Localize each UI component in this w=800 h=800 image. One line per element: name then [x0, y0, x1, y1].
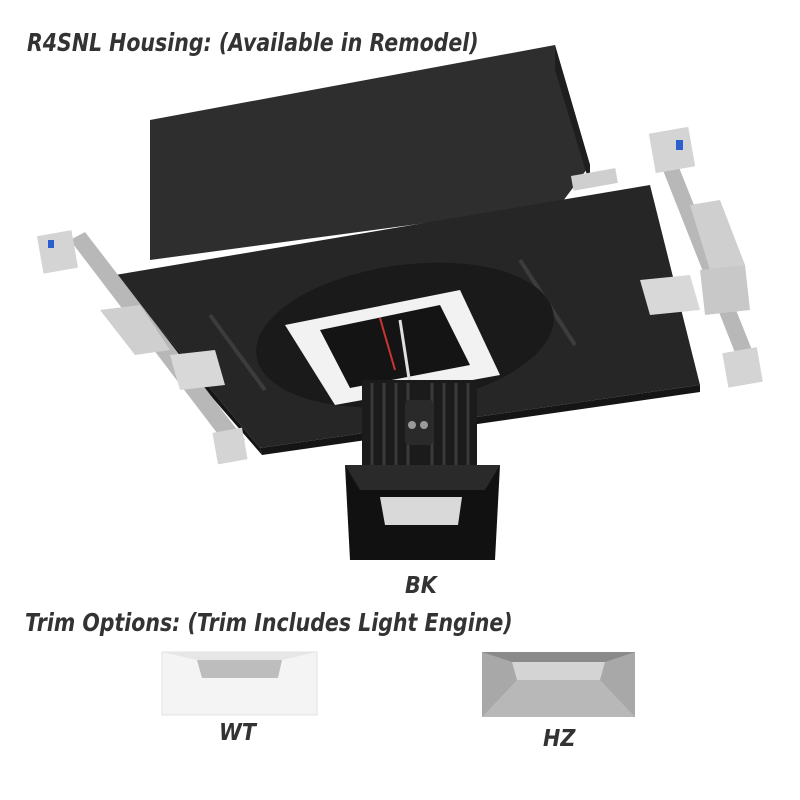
housing-box — [150, 45, 590, 260]
hz-label: HZ — [543, 726, 576, 752]
wt-label: WT — [219, 720, 256, 746]
hz-trim — [482, 652, 635, 717]
bar-hanger-left — [36, 230, 248, 465]
wt-trim — [161, 651, 318, 716]
bar-hanger-right — [570, 126, 763, 388]
trim-options-title: Trim Options: (Trim Includes Light Engin… — [25, 608, 513, 637]
bk-trim — [345, 465, 500, 560]
housing-title: R4SNL Housing: (Available in Remodel) — [27, 28, 479, 57]
light-engine — [362, 380, 477, 470]
bk-label: BK — [405, 573, 437, 599]
